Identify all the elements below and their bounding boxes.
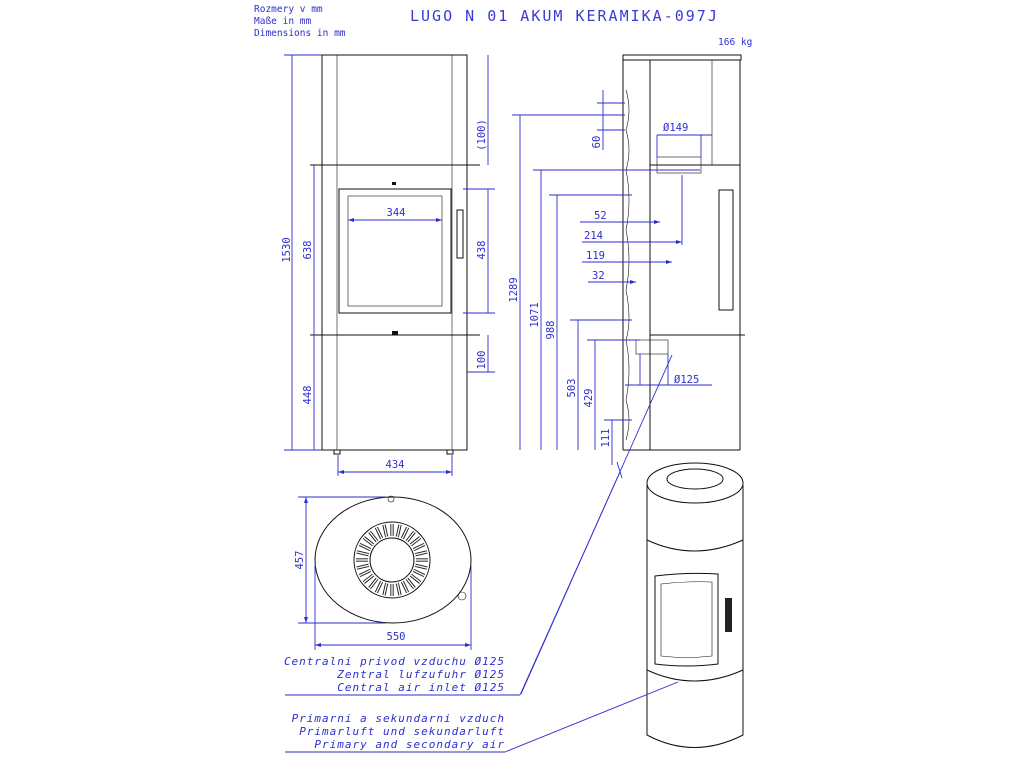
grate-slot-gap [359,543,371,551]
stove-3d-handle [725,598,732,632]
dim-1530: 1530 [281,237,293,262]
grate-slot-gap [359,569,371,577]
units-label-cz: Rozmery v mm [254,4,323,15]
grate-slot-gap [363,537,374,546]
grate-slot-gap [375,527,383,539]
grate-slot-gap [383,524,388,537]
front-door-glass [347,195,443,307]
top-view-outline [314,496,472,624]
front-body-outline [321,54,468,451]
units-label-de: Maße in mm [254,16,311,27]
grate-slot-gap [410,537,421,546]
grate-slot-gap [369,578,378,589]
legend-primary-cz: Primarni a sekundarni vzduch [292,712,505,725]
legend-leaders [285,354,679,753]
dim-438: 438 [476,241,488,260]
stove-3d-door [654,572,719,667]
dim-448: 448 [302,386,314,405]
grate-slot-gap [406,578,415,589]
legend-air-inlet-en: Central air inlet Ø125 [337,681,505,694]
dim-32: 32 [592,270,605,282]
dim-1071: 1071 [529,302,541,327]
dim-111: 111 [600,429,612,448]
grate-slot-gap [413,569,425,577]
dim-52: 52 [594,210,607,222]
top-grate-inner [369,537,415,583]
drawing-title: LUGO N 01 AKUM KERAMIKA-097J [410,7,719,25]
grate-slot-gap [415,564,428,569]
side-view: 1289 1071 988 503 429 111 60 Ø149 52 214… [508,54,745,465]
stove-body-outline [646,485,744,748]
grate-slot-gap [401,527,409,539]
grate-slot-gap [356,564,369,569]
door-handle [456,209,464,259]
side-top-plate [622,54,742,61]
dim-diameter-149: Ø149 [663,122,688,134]
stove-3d-view [646,462,744,748]
grate-slots [356,524,428,596]
grate-slot-gap [413,543,425,551]
dim-60: 60 [591,136,603,149]
grate-slot-gap [375,581,383,593]
legend-air-inlet-de: Zentral lufzufuhr Ø125 [336,668,505,681]
air-inlet [635,339,669,355]
grate-slot-gap [415,551,428,556]
grate-slot-gap [410,574,421,583]
dim-457: 457 [294,551,306,570]
grate-slot-gap [401,581,409,593]
dim-diameter-125: Ø125 [674,374,699,386]
flue-outlet-top [656,156,702,174]
dim-100-top: (100) [476,119,488,151]
grate-slot-gap [396,583,401,596]
grate-slot-gap [356,551,369,556]
weight-label: 166 kg [718,37,752,48]
dim-214: 214 [584,230,603,242]
dim-550: 550 [387,631,406,643]
dim-988: 988 [545,321,557,340]
dim-344: 344 [387,207,406,219]
grate-slot-gap [396,524,401,537]
legend-primary-en: Primary and secondary air [314,738,505,751]
grate-slot-gap [369,531,378,542]
dim-119: 119 [586,250,605,262]
legend-primary-de: Primarluft und sekundarluft [299,725,505,738]
dim-429: 429 [583,389,595,408]
grate-slot-gap [383,583,388,596]
grate-slot-gap [363,574,374,583]
front-door-frame [338,188,452,314]
grate-slot-gap [406,531,415,542]
dim-1289: 1289 [508,277,520,302]
legend-air-inlet-cz: Centralni privod vzduchu Ø125 [284,655,505,668]
dim-100-bottom: 100 [476,351,488,370]
top-grate-outer [353,521,431,599]
dim-434: 434 [386,459,405,471]
front-view: 1530 638 448 (100) 438 100 344 434 [281,54,495,476]
side-door-edge [718,189,734,311]
top-view: 457 550 [294,495,472,650]
dim-503: 503 [566,379,578,398]
dim-638: 638 [302,241,314,260]
units-label-en: Dimensions in mm [254,28,346,39]
stove-top-ellipse [646,462,744,504]
